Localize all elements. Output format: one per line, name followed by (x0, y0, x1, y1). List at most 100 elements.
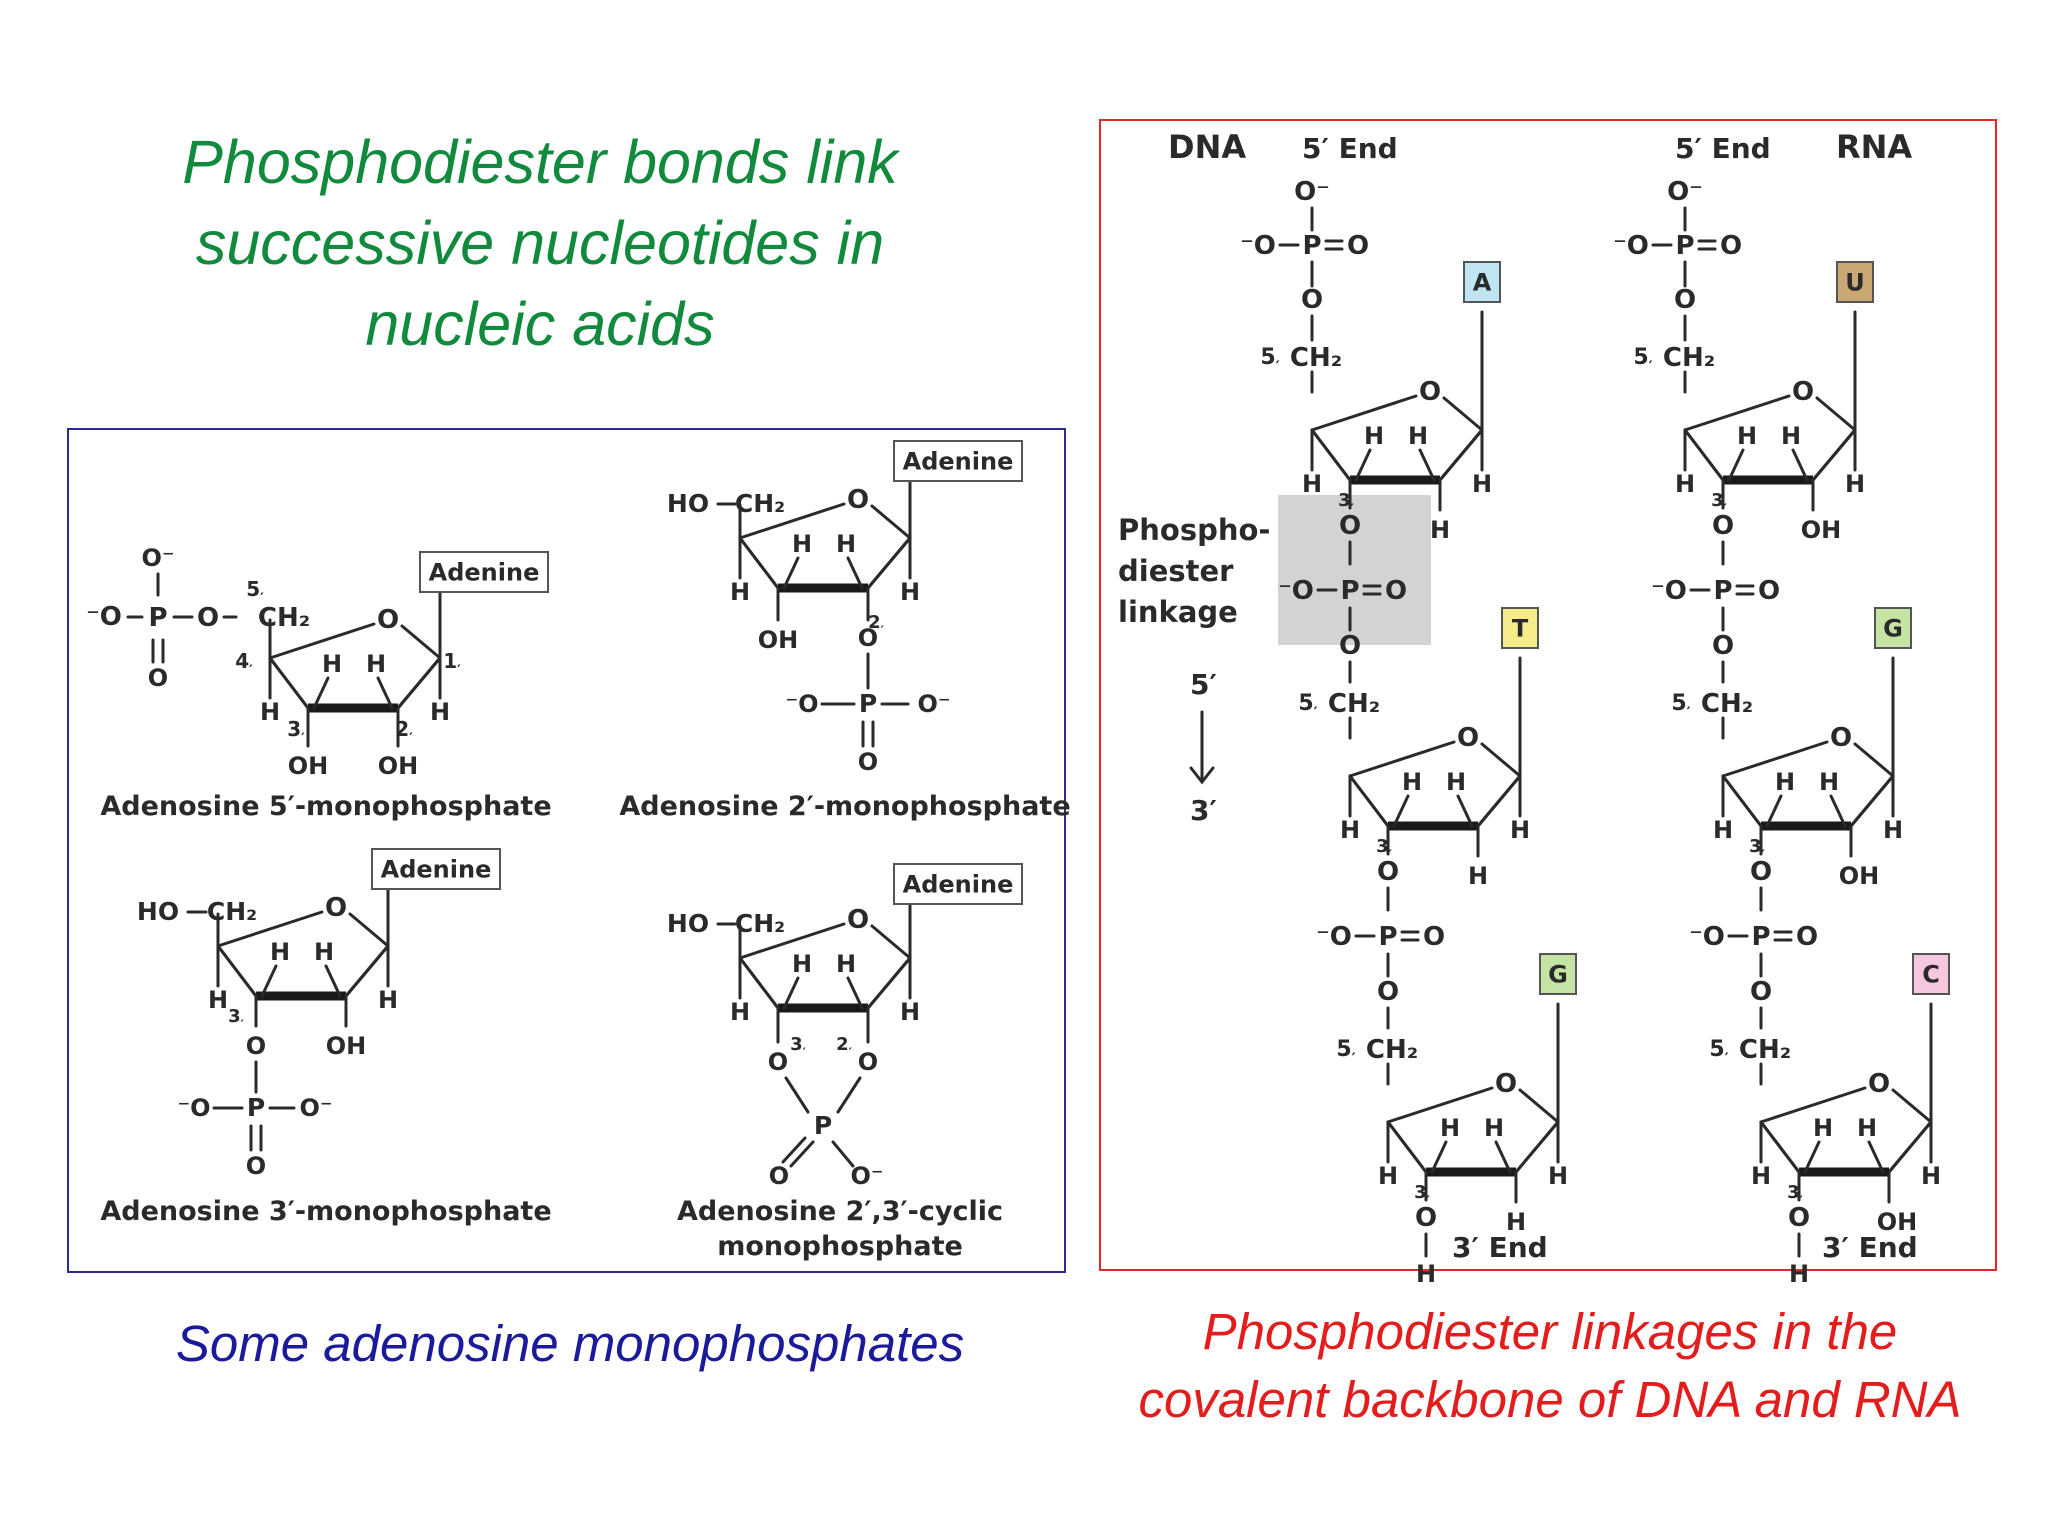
pos-label: 1′ (443, 649, 461, 679)
atom-label: H (1484, 1114, 1504, 1142)
caption-right-line-1: Phosphodiester linkages in the (1202, 1303, 1898, 1360)
atom-label: O (769, 1162, 789, 1190)
atom-label: OH (758, 626, 799, 654)
bond-line (1310, 394, 1418, 432)
atom-label: ⁻O (1278, 576, 1314, 606)
atom-label: O (1868, 1069, 1890, 1099)
dna-base-0 (1463, 261, 1501, 303)
bond-line (738, 956, 780, 1010)
atom-label: H (1737, 422, 1757, 450)
atom-label: H (1440, 1114, 1460, 1142)
bond-line (1803, 1140, 1821, 1174)
bond-line (1392, 794, 1410, 828)
bond-line (1683, 428, 1725, 482)
atom-label: CH₂ (735, 909, 785, 938)
atom-label: O (325, 893, 347, 923)
atom-label: H (1402, 768, 1422, 796)
atom-label: OH (378, 752, 419, 780)
atom-label: O (1674, 285, 1696, 315)
phosphodiester-linkage-highlight (1278, 495, 1431, 645)
bond-line (1456, 794, 1474, 828)
atom-label: CH₂ (1701, 689, 1753, 719)
atom-label: O (1377, 857, 1399, 887)
amp3-name: Adenosine 3′-monophosphate (100, 1196, 551, 1227)
atom-label: O (847, 905, 869, 935)
bond-line (1310, 428, 1352, 482)
pos-label: 2′ (836, 1034, 853, 1059)
atom-label: ⁻O (1240, 231, 1276, 261)
atom-label: H (836, 530, 856, 558)
atom-label: H (1819, 768, 1839, 796)
atom-label: CH₂ (1290, 343, 1342, 373)
atom-label: HO (137, 897, 179, 926)
atom-label: H (836, 950, 856, 978)
bond-line (312, 676, 330, 710)
pos-label: 3′ (1414, 1182, 1431, 1207)
caption-adenosine-monophosphates: Some adenosine monophosphates (175, 1315, 965, 1372)
atom-label: H (1789, 1260, 1809, 1288)
bond-line (216, 944, 258, 998)
atom-label: P (1675, 231, 1694, 261)
atom-label: O (1750, 977, 1772, 1007)
atom-label: O (148, 664, 168, 692)
structure-labels: Adenosine 5′-monophosphate Adenosine 2′-… (100, 128, 1917, 1264)
bond-line (260, 964, 278, 998)
camp-name-line-1: Adenosine 2′,3′-cyclic (677, 1196, 1003, 1227)
atom-label: CH₂ (258, 603, 310, 633)
title-line-3: nucleic acids (365, 290, 715, 358)
bond-line (1476, 774, 1522, 828)
atom-label: H (1857, 1114, 1877, 1142)
linkage-label-line-1: Phospho- (1118, 513, 1270, 547)
rna-base-1-label: G (1883, 615, 1903, 643)
atom-label: H (1446, 768, 1466, 796)
bond-line (738, 536, 780, 590)
bond-line (846, 556, 864, 590)
atom-label: O (858, 748, 878, 776)
atom-label: H (1813, 1114, 1833, 1142)
pos-label: 5′ (1336, 1037, 1355, 1068)
atom-label: H (1675, 470, 1695, 498)
bond-line (376, 676, 394, 710)
atom-label: O (1712, 631, 1734, 661)
atom-label: HO (667, 909, 709, 938)
bond-lines (126, 206, 1933, 1258)
atom-label: ⁻O (785, 690, 818, 718)
bond-line (1811, 428, 1857, 482)
pos-label: 5′ (1633, 345, 1652, 376)
atom-label: P (1302, 231, 1321, 261)
amp5-adenine-box (419, 551, 549, 593)
amp2-adenine-box-label: Adenine (903, 448, 1014, 476)
atom-label: ⁻O (177, 1094, 210, 1122)
bond-line (784, 1076, 810, 1114)
dna-rna-backbone-panel (1099, 119, 1997, 1271)
atom-label: O (1347, 231, 1369, 261)
atom-label: ⁻O (1316, 922, 1352, 952)
rna-base-2 (1912, 953, 1950, 995)
bond-line (870, 924, 912, 960)
atom-label: O (246, 1032, 266, 1060)
dna-5-end: 5′ End (1302, 132, 1398, 165)
atom-label: O (768, 1048, 788, 1076)
atom-label: O⁻ (1294, 177, 1330, 207)
amp5-adenine-box-label: Adenine (429, 559, 540, 587)
atom-label: O (1712, 511, 1734, 541)
bond-line (216, 910, 324, 948)
atom-label: H (1548, 1162, 1568, 1190)
dna-base-1-label: T (1512, 615, 1529, 643)
atom-label: H (792, 950, 812, 978)
atom-label: HO (667, 489, 709, 518)
pos-label: 5′ (1260, 345, 1279, 376)
pos-label: 3′ (1749, 836, 1766, 861)
amp3-adenine-box-label: Adenine (381, 856, 492, 884)
atom-label: CH₂ (1366, 1035, 1418, 1065)
pos-label: 3′ (790, 1034, 807, 1059)
pos-label: 3′ (1376, 836, 1393, 861)
bond-line (1721, 774, 1763, 828)
bond-line (268, 622, 376, 660)
bond-line (1480, 742, 1522, 778)
bond-line (846, 976, 864, 1010)
atom-label: ⁻O (86, 602, 122, 632)
direction-arrow (1189, 710, 1215, 785)
amp5-name: Adenosine 5′-monophosphate (100, 791, 551, 822)
